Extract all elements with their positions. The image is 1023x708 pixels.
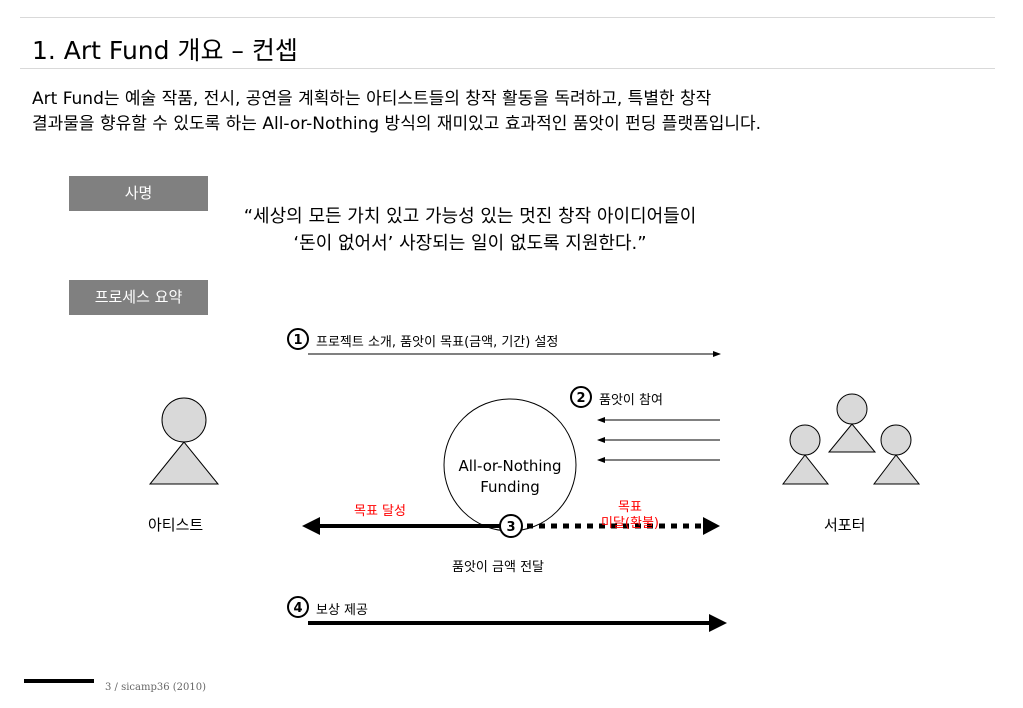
intro-line-2: 결과물을 향유할 수 있도록 하는 All-or-Nothing 방식의 재미있… [32,114,762,134]
mission-line-2: ‘돈이 없어서’ 사장되는 일이 없도록 지원한다.” [293,233,647,254]
svg-text:4: 4 [293,601,302,616]
intro-line-1: Art Fund는 예술 작품, 전시, 공연을 계획하는 아티스트들의 창작 … [32,89,712,109]
mission-statement: “세상의 모든 가치 있고 가능성 있는 멋진 창작 아이디어들이 ‘돈이 없어… [160,203,780,257]
supporters-figure [781,393,921,485]
page-title: 1. Art Fund 개요 – 컨셉 [32,36,298,65]
step2-label: 품앗이 참여 [599,393,663,408]
intro-paragraph: Art Fund는 예술 작품, 전시, 공연을 계획하는 아티스트들의 창작 … [32,87,761,137]
step4-badge: 4 [287,596,309,618]
step3-badge: 3 [499,514,523,538]
process-tag: 프로세스 요약 [69,280,208,315]
footer-page-number: 3 / sicamp36 (2010) [105,682,207,693]
top-divider [20,17,995,18]
artist-figure [148,397,220,485]
footer-bar [24,679,94,683]
goal-achieved-label: 목표 달성 [354,504,406,519]
mission-tag: 사명 [69,176,208,211]
step2-badge: 2 [570,386,592,408]
step4-label: 보상 제공 [316,603,368,618]
step1-label: 프로젝트 소개, 품앗이 목표(금액, 기간) 설정 [316,335,559,350]
svg-text:3: 3 [506,520,515,535]
funding-label-line-2: Funding [480,478,540,496]
step2-arrows [597,417,720,463]
goal-failed-line-2: 미달(환불) [601,516,659,531]
svg-text:2: 2 [576,391,585,406]
svg-text:1: 1 [293,333,302,348]
artist-label: 아티스트 [148,516,204,534]
step1-badge: 1 [287,328,309,350]
mission-line-1: “세상의 모든 가치 있고 가능성 있는 멋진 창작 아이디어들이 [243,206,697,227]
funding-label-line-1: All-or-Nothing [458,457,562,475]
supporter-label: 서포터 [824,516,866,534]
step3-label: 품앗이 금액 전달 [452,560,544,575]
funding-circle-label: All-or-Nothing Funding [444,456,576,498]
goal-failed-label: 목표 미달(환불) [580,500,680,532]
goal-failed-line-1: 목표 [618,500,642,515]
title-divider [20,68,995,69]
